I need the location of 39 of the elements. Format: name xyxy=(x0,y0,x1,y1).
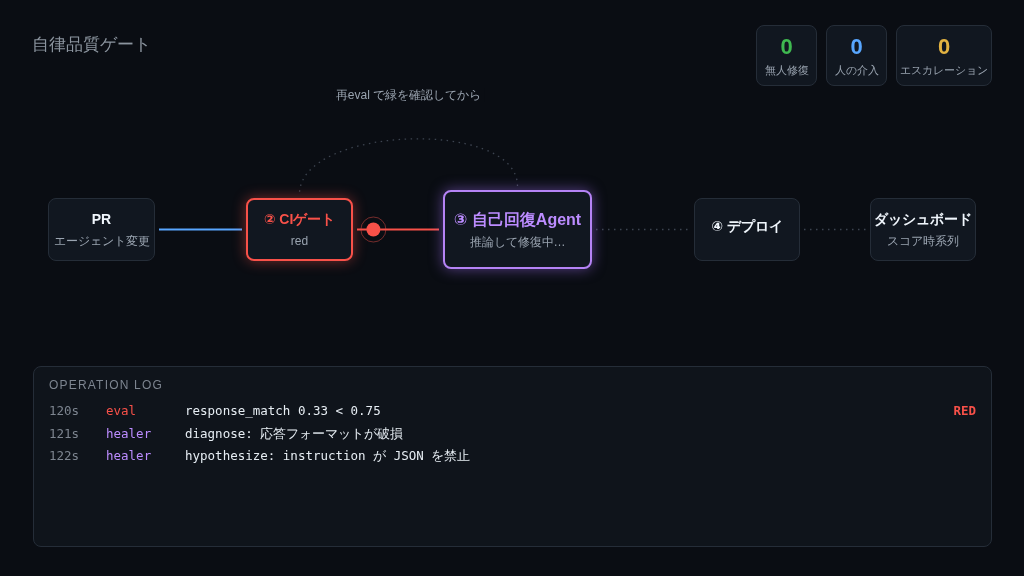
page-title: 自律品質ゲート xyxy=(32,35,151,56)
connector-line xyxy=(158,228,243,231)
curved-connector xyxy=(298,138,519,195)
node-subtitle: エージェント変更 xyxy=(53,233,150,249)
node-title: ④ デプロイ xyxy=(711,218,783,235)
stage-card xyxy=(246,198,353,261)
stage-card xyxy=(443,190,592,269)
log-source: healer xyxy=(106,448,152,463)
log-source: healer xyxy=(106,425,152,441)
node-title: PR xyxy=(91,210,112,228)
stat-value: 0 xyxy=(780,33,793,61)
stat-card xyxy=(896,25,992,86)
node-title: ダッシュボード xyxy=(874,210,972,228)
stat-label: 人の介入 xyxy=(834,64,879,78)
node-subtitle: red xyxy=(290,233,309,249)
stat-card xyxy=(756,25,817,86)
log-message: diagnose: 応答フォーマットが破損 xyxy=(185,425,404,441)
node-subtitle: 推論して修復中… xyxy=(469,234,566,250)
connector-line xyxy=(356,228,440,231)
stage-card xyxy=(694,198,800,261)
stat-value: 0 xyxy=(850,33,863,61)
log-timestamp: 121s xyxy=(49,425,80,441)
stage-card xyxy=(870,198,976,261)
stat-card xyxy=(826,25,887,86)
stage-card xyxy=(48,198,155,261)
log-timestamp: 122s xyxy=(49,448,80,463)
panel-heading: OPERATION LOG xyxy=(49,378,164,393)
stat-label: エスカレーション xyxy=(900,64,988,78)
node-title: ② CIゲート xyxy=(263,210,336,228)
log-panel xyxy=(33,366,992,547)
status-label: RED xyxy=(953,403,976,418)
log-timestamp: 120s xyxy=(49,403,80,418)
log-source: eval xyxy=(106,403,137,418)
node-subtitle: スコア時系列 xyxy=(887,233,959,249)
node-title: ③ 自己回復Agent xyxy=(453,209,582,229)
log-message: response_match 0.33 < 0.75 xyxy=(185,403,381,418)
stat-value: 0 xyxy=(937,33,951,61)
stat-label: 無人修復 xyxy=(764,64,809,78)
log-message: hypothesize: instruction が JSON を禁止 xyxy=(185,448,471,463)
